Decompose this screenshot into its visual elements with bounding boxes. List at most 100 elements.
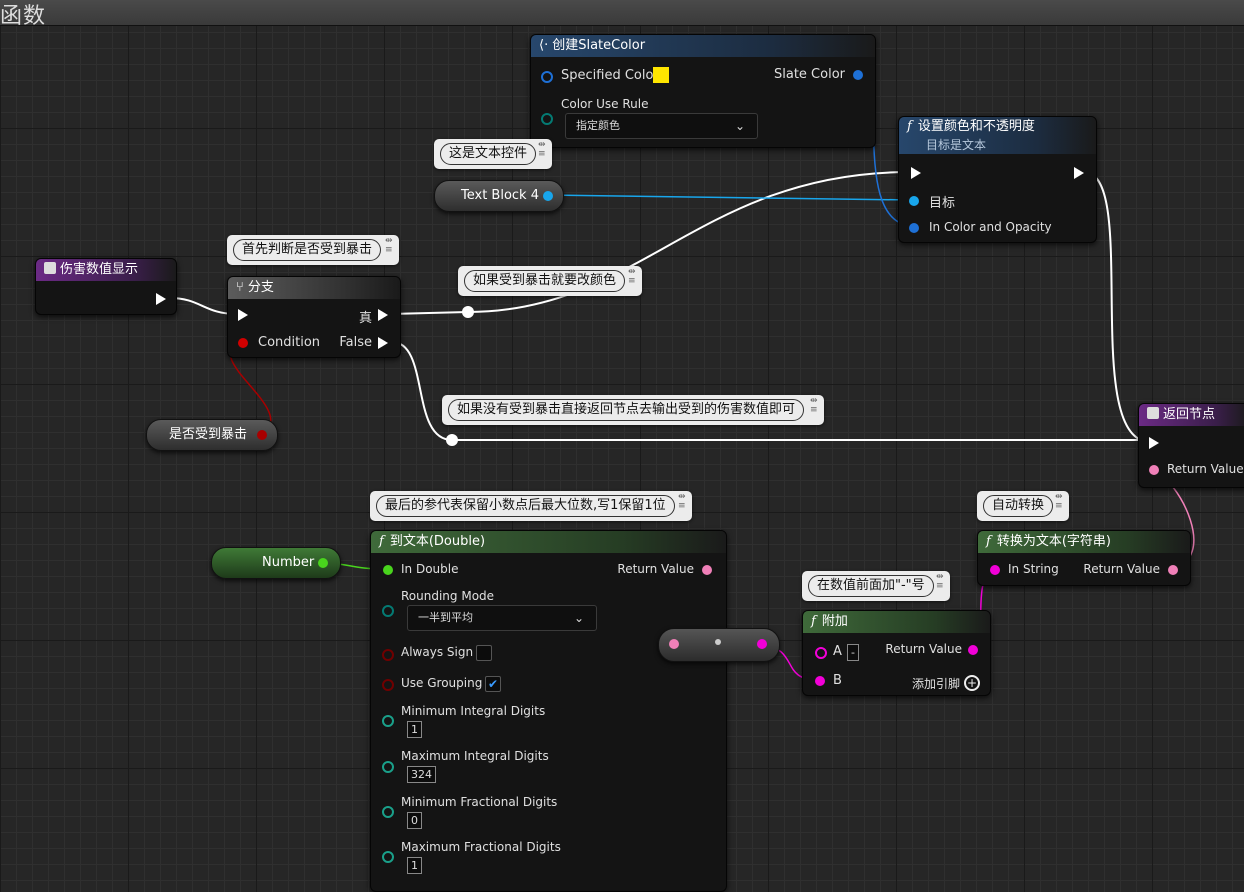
- exec-out-pin[interactable]: [156, 293, 166, 305]
- use-grouping-pin[interactable]: [382, 679, 394, 691]
- comment-prefix-minus[interactable]: 在数值前面加"-"号 ⇹≡: [802, 571, 950, 601]
- wire-textblock-target: [545, 194, 913, 201]
- node-subtitle: 目标是文本: [926, 138, 987, 152]
- min-fractional-input[interactable]: 0: [407, 812, 422, 829]
- color-swatch[interactable]: [653, 67, 669, 83]
- variable-label: 是否受到暴击: [169, 427, 248, 442]
- exec-in-pin[interactable]: [1149, 437, 1159, 449]
- exec-in-pin[interactable]: [911, 167, 921, 179]
- a-pin[interactable]: [815, 647, 827, 659]
- b-pin[interactable]: [815, 676, 825, 686]
- comment-auto-convert[interactable]: 自动转换 ⇹≡: [977, 491, 1069, 521]
- add-pin-icon[interactable]: +: [964, 675, 980, 691]
- max-integral-pin[interactable]: [382, 761, 394, 773]
- rounding-mode-pin[interactable]: [382, 605, 394, 617]
- max-fractional-input[interactable]: 1: [407, 857, 422, 874]
- comment-check-critical[interactable]: 首先判断是否受到暴击 ⇹≡: [227, 235, 399, 265]
- a-input[interactable]: -: [847, 644, 859, 661]
- comment-text: 自动转换: [983, 495, 1054, 517]
- node-title: 创建SlateColor: [552, 38, 646, 53]
- pin-icon[interactable]: ⇹≡: [628, 267, 636, 286]
- max-fractional-pin[interactable]: [382, 851, 394, 863]
- always-sign-checkbox[interactable]: [476, 645, 492, 661]
- exec-wire-false-reroute: [391, 341, 453, 441]
- node-title: 设置颜色和不透明度: [917, 119, 1035, 134]
- color-use-rule-dropdown[interactable]: 指定颜色 ⌄: [565, 113, 758, 139]
- chevron-down-icon: ⌄: [734, 119, 745, 133]
- color-use-rule-pin[interactable]: [541, 113, 553, 125]
- use-grouping-checkbox[interactable]: ✔: [485, 676, 501, 692]
- in-color-pin[interactable]: [909, 223, 919, 233]
- return-node[interactable]: 返回节点 Return Value: [1138, 403, 1244, 488]
- pin-icon[interactable]: ⇹≡: [538, 140, 546, 159]
- damage-display-entry-node[interactable]: 伤害数值显示: [35, 258, 177, 315]
- specified-color-pin[interactable]: [541, 71, 553, 83]
- make-struct-icon: ⟨·: [539, 38, 549, 53]
- node-title: 返回节点: [1163, 407, 1216, 422]
- reroute-string-node[interactable]: [658, 628, 780, 662]
- comment-text: 最后的参代表保留小数点后最大位数,写1保留1位: [376, 495, 675, 517]
- text-block-out-pin[interactable]: [543, 191, 553, 201]
- node-header: ⑂分支: [228, 277, 400, 299]
- is-critical-out-pin[interactable]: [257, 430, 267, 440]
- number-variable[interactable]: Number: [211, 547, 341, 579]
- reroute-false: [446, 434, 458, 446]
- reroute-true: [462, 306, 474, 318]
- b-label: B: [833, 673, 842, 688]
- text-block-variable[interactable]: Text Block 4: [434, 180, 564, 212]
- function-icon: f: [986, 534, 991, 549]
- return-value-pin[interactable]: [968, 645, 978, 655]
- number-out-pin[interactable]: [318, 558, 328, 568]
- rounding-mode-dropdown[interactable]: 一半到平均 ⌄: [407, 605, 597, 631]
- pin-icon[interactable]: ⇹≡: [1055, 492, 1063, 511]
- return-value-pin[interactable]: [1168, 565, 1178, 575]
- function-icon: f: [907, 119, 912, 134]
- branch-node[interactable]: ⑂分支 真 Condition False: [227, 276, 401, 358]
- color-use-rule-label: Color Use Rule: [561, 97, 649, 111]
- min-fractional-pin[interactable]: [382, 806, 394, 818]
- pin-icon[interactable]: ⇹≡: [678, 492, 686, 511]
- pin-icon[interactable]: ⇹≡: [385, 236, 393, 255]
- window-title: 函数: [0, 4, 47, 29]
- comment-decimal-param[interactable]: 最后的参代表保留小数点后最大位数,写1保留1位 ⇹≡: [370, 491, 692, 521]
- condition-pin[interactable]: [238, 338, 248, 348]
- reroute-center-dot: [715, 639, 721, 645]
- exec-in-pin[interactable]: [238, 309, 248, 321]
- comment-text-widget[interactable]: 这是文本控件 ⇹≡: [434, 139, 552, 169]
- variable-label: Number: [262, 555, 315, 570]
- target-pin[interactable]: [909, 196, 919, 206]
- return-value-pin[interactable]: [1149, 465, 1159, 475]
- exec-out-pin[interactable]: [1074, 167, 1084, 179]
- dropdown-value: 一半到平均: [418, 611, 473, 624]
- add-pin-label[interactable]: 添加引脚: [911, 677, 960, 691]
- in-string-label: In String: [1008, 562, 1059, 576]
- reroute-in-pin[interactable]: [669, 639, 679, 649]
- comment-direct-return[interactable]: 如果没有受到暴击直接返回节点去输出受到的伤害数值即可 ⇹≡: [442, 395, 824, 425]
- dropdown-value: 指定颜色: [576, 119, 620, 132]
- pin-icon[interactable]: ⇹≡: [936, 572, 944, 591]
- min-integral-input[interactable]: 1: [407, 721, 422, 738]
- is-critical-variable[interactable]: 是否受到暴击: [146, 419, 278, 451]
- branch-icon: ⑂: [236, 280, 244, 295]
- return-value-pin[interactable]: [702, 565, 712, 575]
- node-header: f 设置颜色和不透明度 目标是文本: [899, 117, 1096, 154]
- comment-text: 在数值前面加"-"号: [808, 575, 934, 597]
- always-sign-pin[interactable]: [382, 649, 394, 661]
- slate-color-out-pin[interactable]: [853, 70, 863, 80]
- pin-icon[interactable]: ⇹≡: [810, 396, 818, 415]
- max-integral-input[interactable]: 324: [407, 766, 436, 783]
- min-integral-pin[interactable]: [382, 715, 394, 727]
- rounding-mode-label: Rounding Mode: [401, 589, 495, 603]
- true-exec-pin[interactable]: [378, 309, 388, 321]
- in-string-pin[interactable]: [990, 565, 1000, 575]
- in-double-pin[interactable]: [383, 565, 393, 575]
- make-slate-color-node[interactable]: ⟨·创建SlateColor Specified Color Slate Col…: [530, 34, 876, 148]
- reroute-out-pin[interactable]: [757, 639, 767, 649]
- comment-change-color[interactable]: 如果受到暴击就要改颜色 ⇹≡: [458, 266, 642, 296]
- return-value-label: Return Value: [1083, 562, 1160, 576]
- false-exec-pin[interactable]: [378, 337, 388, 349]
